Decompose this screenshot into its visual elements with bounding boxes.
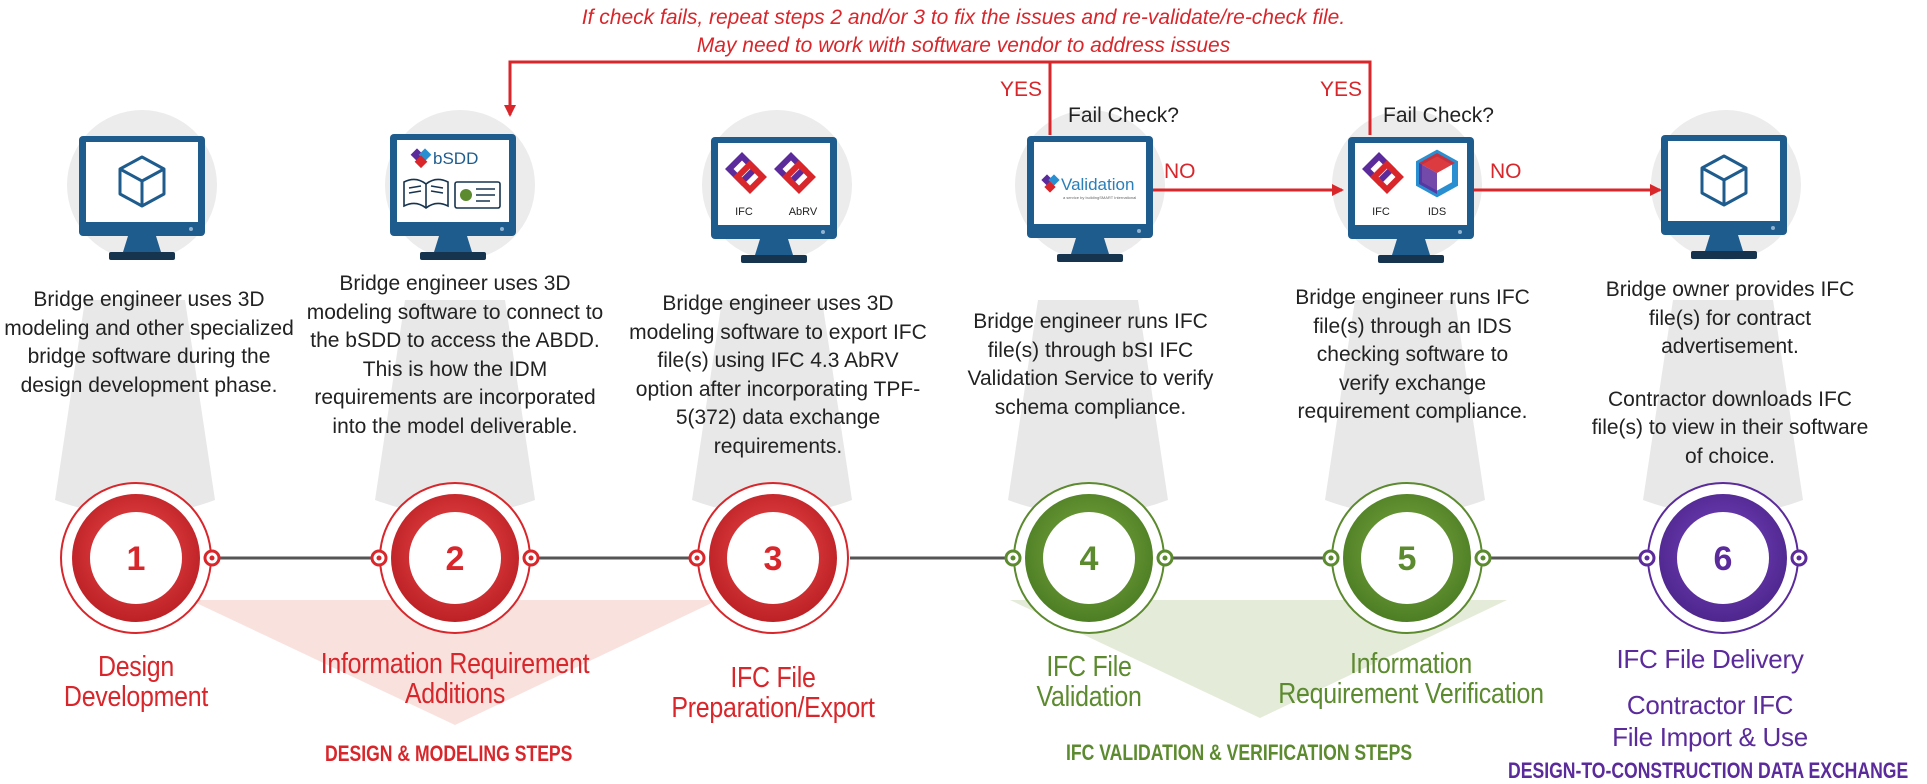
feedback-loop-line <box>504 60 1372 135</box>
cube-icon <box>1700 154 1748 207</box>
feedback-note-line-2: May need to work with software vendor to… <box>696 34 1231 57</box>
step-3-number: 3 <box>764 540 783 578</box>
step-6-description-text-2: Contractor downloads IFC file(s) to view… <box>1591 387 1869 468</box>
step-5-title-line-2: Requirement Verification <box>1278 678 1544 710</box>
step-2-title-line-1: Information Requirement <box>320 648 590 680</box>
no-label-check-2: NO <box>1490 160 1522 183</box>
step-6-badge: 6 <box>1638 482 1808 634</box>
step-4-description-text: Bridge engineer runs IFC file(s) through… <box>967 310 1214 419</box>
fail-check-label-2: Fail Check? <box>1383 104 1494 127</box>
step-6-title: IFC File Delivery Contractor IFC File Im… <box>1590 643 1830 753</box>
feedback-note: If check fails, repeat steps 2 and/or 3 … <box>0 4 1927 60</box>
bsdd-logo-text: bSDD <box>433 149 478 168</box>
monitor-ifc-abrv: IFC AbRV <box>711 137 837 263</box>
feedback-note-line-1: If check fails, repeat steps 2 and/or 3 … <box>581 6 1346 29</box>
step-1-title-line-2: Development <box>63 681 209 713</box>
monitor-backdrops <box>67 110 1801 260</box>
step-3-description-text: Bridge engineer uses 3D modeling softwar… <box>629 292 927 458</box>
step-6-description-text-1: Bridge owner provides IFC file(s) for co… <box>1605 278 1855 358</box>
cube-icon <box>118 155 166 208</box>
validation-logo-text: Validation <box>1061 175 1134 194</box>
no-label-check-1: NO <box>1164 160 1196 183</box>
design-to-construction-group-label: DESIGN-TO-CONSTRUCTION DATA EXCHANGE <box>1508 758 1909 783</box>
step-4-description: Bridge engineer runs IFC file(s) through… <box>958 308 1223 422</box>
design-modeling-group-label: DESIGN & MODELING STEPS <box>325 741 573 766</box>
ifc-label: IFC <box>1372 206 1390 218</box>
spotlight-cones <box>55 300 1803 515</box>
ids-label: IDS <box>1428 206 1446 218</box>
validation-verification-group-label: IFC VALIDATION & VERIFICATION STEPS <box>1066 740 1413 765</box>
step-1-title-line-1: Design <box>97 651 175 683</box>
design-group-tint <box>190 600 718 725</box>
book-icon <box>403 178 449 210</box>
step-1-title: Design Development <box>0 652 282 712</box>
step-1-number: 1 <box>127 540 146 578</box>
step-6-title-line-1: IFC File Delivery <box>1616 644 1804 674</box>
id-card-icon <box>454 181 501 209</box>
step-4-title: IFC File Validation <box>943 652 1235 712</box>
validation-logo-icon <box>1041 174 1060 193</box>
step-3-description: Bridge engineer uses 3D modeling softwar… <box>628 290 928 461</box>
abrv-label: AbRV <box>789 206 818 218</box>
monitor-ifc-ids: IFC IDS <box>1348 137 1474 263</box>
step-5-description: Bridge engineer runs IFC file(s) through… <box>1290 284 1535 427</box>
bsdd-logo-icon <box>410 148 432 169</box>
ifc-label: IFC <box>735 206 753 218</box>
step-2-badge: 2 <box>370 482 540 634</box>
step-2-description-text: Bridge engineer uses 3D modeling softwar… <box>306 272 604 438</box>
step-6-number: 6 <box>1714 540 1733 578</box>
monitor-delivery <box>1661 135 1787 259</box>
step-2-description: Bridge engineer uses 3D modeling softwar… <box>305 270 605 441</box>
step-4-number: 4 <box>1080 540 1099 578</box>
step-2-title: Information Requirement Additions <box>309 649 601 709</box>
step-4-badge: 4 <box>1004 482 1174 634</box>
step-4-title-line-2: Validation <box>1036 681 1142 713</box>
abrv-logo-icon <box>774 152 816 194</box>
step-6-description: Bridge owner provides IFC file(s) for co… <box>1585 276 1875 471</box>
yes-label-check-1: YES <box>1000 78 1043 101</box>
ifc-logo-icon <box>725 152 767 194</box>
step-2-number: 2 <box>446 540 465 578</box>
step-5-title: Information Requirement Verification <box>1265 649 1557 709</box>
step-6-title-line-2: Contractor IFC File Import & Use <box>1612 690 1808 752</box>
step-5-description-text: Bridge engineer runs IFC file(s) through… <box>1295 286 1530 423</box>
monitor-bsdd: bSDD <box>390 134 516 260</box>
step-4-title-line-1: IFC File <box>1046 651 1132 683</box>
monitor-validation: Validation a service by buildingSMART In… <box>1027 136 1153 262</box>
step-3-title-line-2: Preparation/Export <box>671 692 875 724</box>
step-5-badge: 5 <box>1322 482 1492 634</box>
ifc-logo-icon <box>1362 152 1404 194</box>
monitor-design-software <box>79 136 205 260</box>
validation-logo-subtext: a service by buildingSMART International <box>1063 195 1136 200</box>
fail-check-label-1: Fail Check? <box>1068 104 1179 127</box>
step-3-title: IFC File Preparation/Export <box>627 663 919 723</box>
step-3-title-line-1: IFC File <box>730 662 816 694</box>
step-5-title-line-1: Information <box>1350 648 1472 680</box>
ids-logo-icon <box>1416 149 1458 198</box>
step-5-number: 5 <box>1398 540 1417 578</box>
step-1-badge: 1 <box>60 482 221 634</box>
step-1-description-text: Bridge engineer uses 3D modeling and oth… <box>4 288 294 397</box>
step-2-title-line-2: Additions <box>404 678 506 710</box>
step-3-badge: 3 <box>688 482 849 634</box>
yes-label-check-2: YES <box>1320 78 1363 101</box>
step-1-description: Bridge engineer uses 3D modeling and oth… <box>4 286 294 400</box>
